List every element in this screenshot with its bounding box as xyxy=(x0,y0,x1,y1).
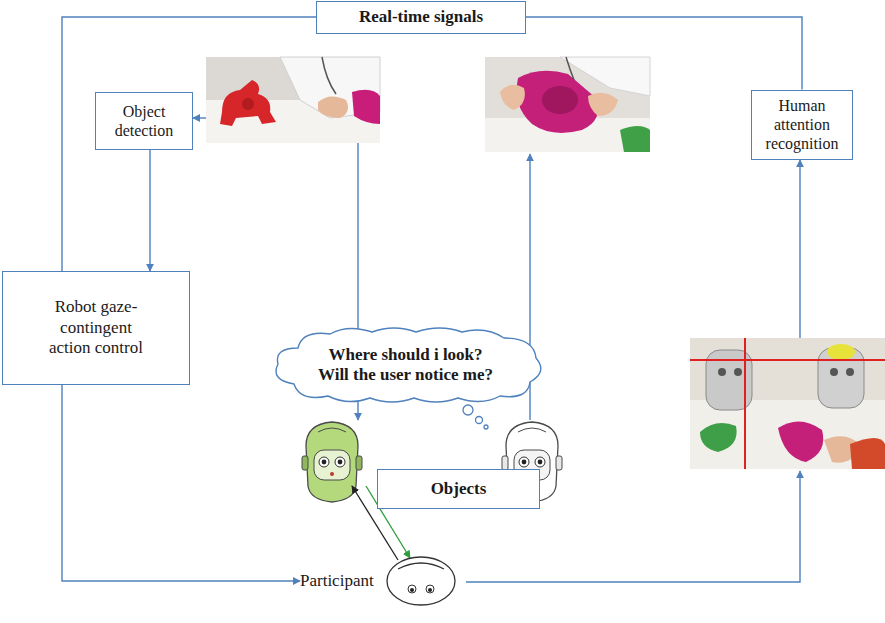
control-box: Robot gaze-contingent action control xyxy=(2,271,190,385)
text-group: Human attention recognition xyxy=(758,96,846,154)
participant-face xyxy=(384,555,458,607)
text-group: Object detection xyxy=(103,102,185,140)
connector xyxy=(62,385,300,581)
robot-green xyxy=(302,422,362,502)
node-label: Object detection xyxy=(103,102,185,140)
process-box: Object detection xyxy=(95,92,193,150)
text-group: Robot gaze-contingent action control xyxy=(44,297,149,358)
objects-box: Objects xyxy=(377,469,540,509)
signal-box: Real-time signals xyxy=(316,1,526,34)
text-group: Participant xyxy=(300,571,374,591)
node-label: Human attention recognition xyxy=(758,96,846,154)
process-box: Human attention recognition xyxy=(751,90,853,160)
photo-object-detection xyxy=(206,57,380,143)
node-label: Real-time signals xyxy=(359,7,483,27)
connector xyxy=(62,17,316,271)
signal-wires xyxy=(193,118,800,582)
connector xyxy=(526,17,802,90)
participant: Participant xyxy=(300,555,458,607)
connector xyxy=(149,150,150,271)
node-label: Where should i look? Will the user notic… xyxy=(315,345,497,386)
node-label: Robot gaze-contingent action control xyxy=(44,297,149,358)
photo-participant-view xyxy=(690,338,885,469)
node-label: Objects xyxy=(431,479,487,499)
text-group: Objects xyxy=(431,479,487,499)
thought-bubbles xyxy=(463,405,488,429)
photo-human-attention xyxy=(485,57,650,152)
thought-cloud: Where should i look? Will the user notic… xyxy=(268,326,543,404)
node-label: Participant xyxy=(300,571,374,591)
text-group: Real-time signals xyxy=(359,7,483,27)
text-group: Where should i look? Will the user notic… xyxy=(315,345,497,386)
